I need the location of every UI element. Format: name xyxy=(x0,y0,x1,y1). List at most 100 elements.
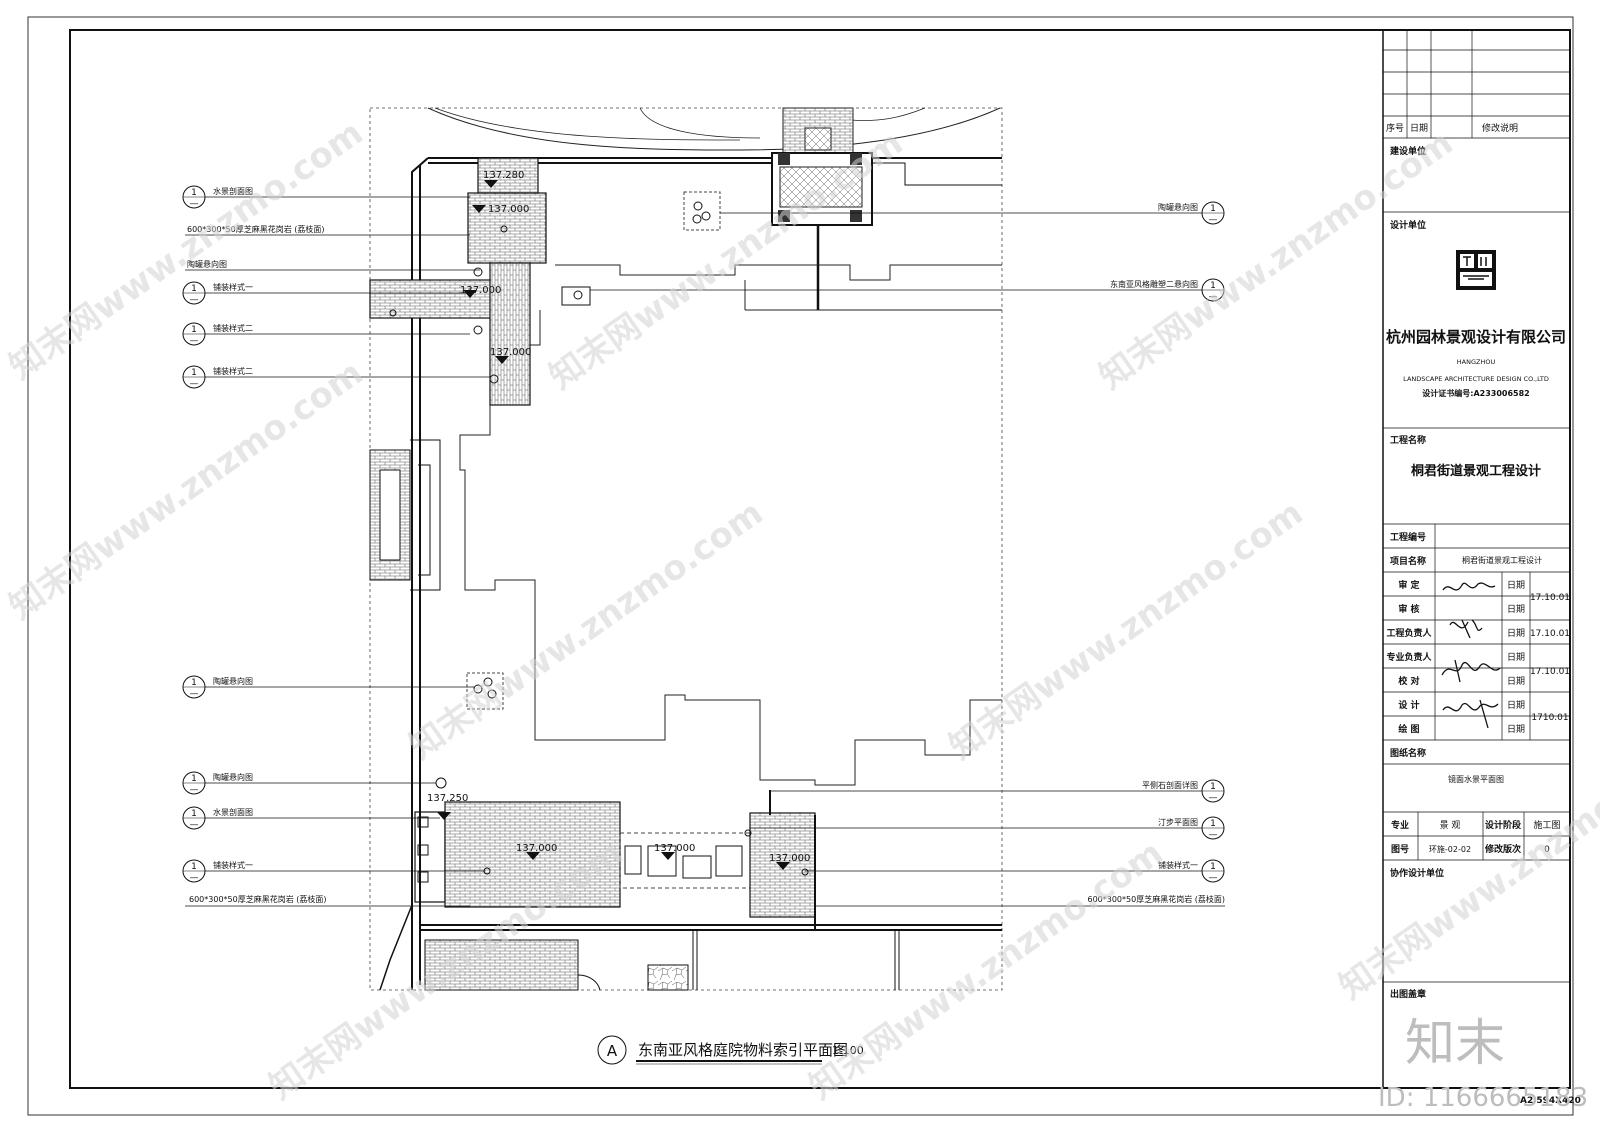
elevation-label: 137.280 xyxy=(483,170,524,181)
callout-label: 陶罐悬向图 xyxy=(187,259,227,269)
material-note-right: 600*300*50厚芝麻黑花岗岩 (荔枝面) xyxy=(1087,894,1225,904)
svg-text:—: — xyxy=(1209,292,1218,302)
svg-text:知末网www.znzmo.com: 知末网www.znzmo.com xyxy=(802,833,1170,1107)
rev-header-date: 日期 xyxy=(1410,123,1428,134)
callout-label: 铺装样式二 xyxy=(213,323,253,333)
role-date: 17.10.01 xyxy=(1530,593,1570,603)
rev-header-no: 序号 xyxy=(1386,122,1404,134)
svg-text:1: 1 xyxy=(191,809,197,819)
stone-planter xyxy=(647,964,689,991)
svg-text:—: — xyxy=(1209,830,1218,840)
svg-text:1: 1 xyxy=(1210,782,1216,792)
discipline-value: 景 观 xyxy=(1440,820,1461,831)
project-label: 工程名称 xyxy=(1390,434,1426,446)
svg-text:—: — xyxy=(190,336,199,346)
discipline-label: 专业 xyxy=(1391,819,1409,831)
company-logo xyxy=(1456,250,1496,290)
svg-text:1: 1 xyxy=(1210,819,1216,829)
callout-label: 陶罐悬向图 xyxy=(213,772,253,782)
material-note-top: 600*300*50厚芝麻黑花岗岩 (荔枝面) xyxy=(187,224,325,234)
drawing-no-label: 图号 xyxy=(1391,844,1409,855)
designer-label: 设计单位 xyxy=(1390,219,1426,231)
role-date: 1710.01 xyxy=(1531,713,1568,723)
drawing-title: A 东南亚风格庭院物料索引平面图 1:100 xyxy=(597,1035,864,1065)
rev-header-desc: 修改说明 xyxy=(1482,122,1518,134)
svg-text:—: — xyxy=(190,379,199,389)
svg-text:知末网www.znzmo.com: 知末网www.znzmo.com xyxy=(402,493,770,767)
date-label: 日期 xyxy=(1507,676,1525,687)
callout-label: 水景剖面图 xyxy=(213,807,253,817)
elevation-label: 137.000 xyxy=(488,204,529,215)
sheet-name: 镜面水景平面图 xyxy=(1448,774,1504,784)
svg-text:1: 1 xyxy=(1210,862,1216,872)
company-en-2: LANDSCAPE ARCHITECTURE DESIGN CO.,LTD xyxy=(1403,375,1549,383)
sheet-label: 图纸名称 xyxy=(1390,747,1426,759)
callout-label: 陶罐悬向图 xyxy=(213,676,253,686)
callout-label: 陶罐悬向图 xyxy=(1158,202,1198,212)
site-plan xyxy=(369,107,1003,991)
callout-label: 平侧石剖面详图 xyxy=(1142,780,1198,790)
item-label: 项目名称 xyxy=(1390,555,1426,567)
svg-text:知末网www.znzmo.com: 知末网www.znzmo.com xyxy=(542,123,910,397)
paving-path-vertical xyxy=(489,262,531,406)
role-date: 17.10.01 xyxy=(1530,667,1570,677)
callout-num: 1 xyxy=(191,188,197,198)
elevation-label: 137.000 xyxy=(769,853,810,864)
bottom-wall xyxy=(420,924,1002,931)
role-label: 审 定 xyxy=(1398,579,1420,591)
id-watermark: ID: 1166665183 xyxy=(1378,1083,1588,1113)
collab-label: 协作设计单位 xyxy=(1390,867,1444,879)
paper-size: A2 594X420 xyxy=(1520,1096,1581,1106)
elevation-label: 137.250 xyxy=(427,793,468,804)
phase-value: 施工图 xyxy=(1533,819,1560,831)
elevation-label: 137.000 xyxy=(654,843,695,854)
drawing-no-value: 环施-02-02 xyxy=(1429,844,1471,854)
svg-text:1: 1 xyxy=(191,325,197,335)
phase-label: 设计阶段 xyxy=(1485,819,1522,831)
date-label: 日期 xyxy=(1507,724,1525,735)
callout-label: 铺装样式一 xyxy=(213,860,253,870)
top-road xyxy=(427,107,1001,151)
role-label: 工程负责人 xyxy=(1386,627,1432,639)
svg-text:1: 1 xyxy=(191,678,197,688)
company-name: 杭州园林景观设计有限公司 xyxy=(1386,328,1566,346)
sculpture-symbol xyxy=(561,286,591,306)
cert-number: 设计证书编号:A233006582 xyxy=(1422,388,1530,398)
role-label: 绘 图 xyxy=(1398,723,1419,735)
svg-text:—: — xyxy=(190,785,199,795)
date-label: 日期 xyxy=(1507,628,1525,639)
svg-text:—: — xyxy=(190,199,199,209)
water-feature-top xyxy=(477,157,539,194)
title-text: 东南亚风格庭院物料索引平面图 xyxy=(638,1041,848,1059)
company-en-1: HANGZHOU xyxy=(1457,358,1496,366)
client-label: 建设单位 xyxy=(1390,145,1426,157)
date-label: 日期 xyxy=(1507,580,1525,591)
role-label: 校 对 xyxy=(1398,675,1419,687)
callout-label: 水景剖面图 xyxy=(213,186,253,196)
right-callouts: 1 — 陶罐悬向图 1 — 东南亚风格雕塑二悬向图 1 — 平侧石剖面详图 1 … xyxy=(590,201,1225,907)
role-label: 审 核 xyxy=(1398,603,1419,615)
callout-label: 铺装样式一 xyxy=(1158,860,1198,870)
role-label: 专业负责人 xyxy=(1386,651,1432,663)
date-label: 日期 xyxy=(1507,700,1525,711)
project-name: 桐君街道景观工程设计 xyxy=(1411,463,1541,479)
svg-text:—: — xyxy=(1209,215,1218,225)
material-note-bottom: 600*300*50厚芝麻黑花岗岩 (荔枝面) xyxy=(189,894,327,904)
bottom-brick-area xyxy=(424,939,579,991)
callout-label: 铺装样式一 xyxy=(213,282,253,292)
stamp-label: 出图盖章 xyxy=(1390,988,1426,1000)
svg-text:1: 1 xyxy=(191,862,197,872)
elevation-labels: 137.280 137.000 137.000 137.000 137.250 … xyxy=(427,170,810,864)
svg-text:—: — xyxy=(190,873,199,883)
role-date: 17.10.01 xyxy=(1530,629,1570,639)
elevation-label: 137.000 xyxy=(490,347,531,358)
svg-text:知末网www.znzmo.com: 知末网www.znzmo.com xyxy=(942,493,1310,767)
pot-symbol-mid xyxy=(466,672,504,710)
house-outline xyxy=(459,264,1002,786)
svg-text:1: 1 xyxy=(1210,281,1216,291)
scale-text: 1:100 xyxy=(832,1044,864,1057)
revision-label: 修改版次 xyxy=(1484,843,1521,855)
watermarks: 知末网www.znzmo.com 知末网www.znzmo.com 知末网www… xyxy=(2,113,1600,1113)
title-letter: A xyxy=(607,1042,618,1060)
